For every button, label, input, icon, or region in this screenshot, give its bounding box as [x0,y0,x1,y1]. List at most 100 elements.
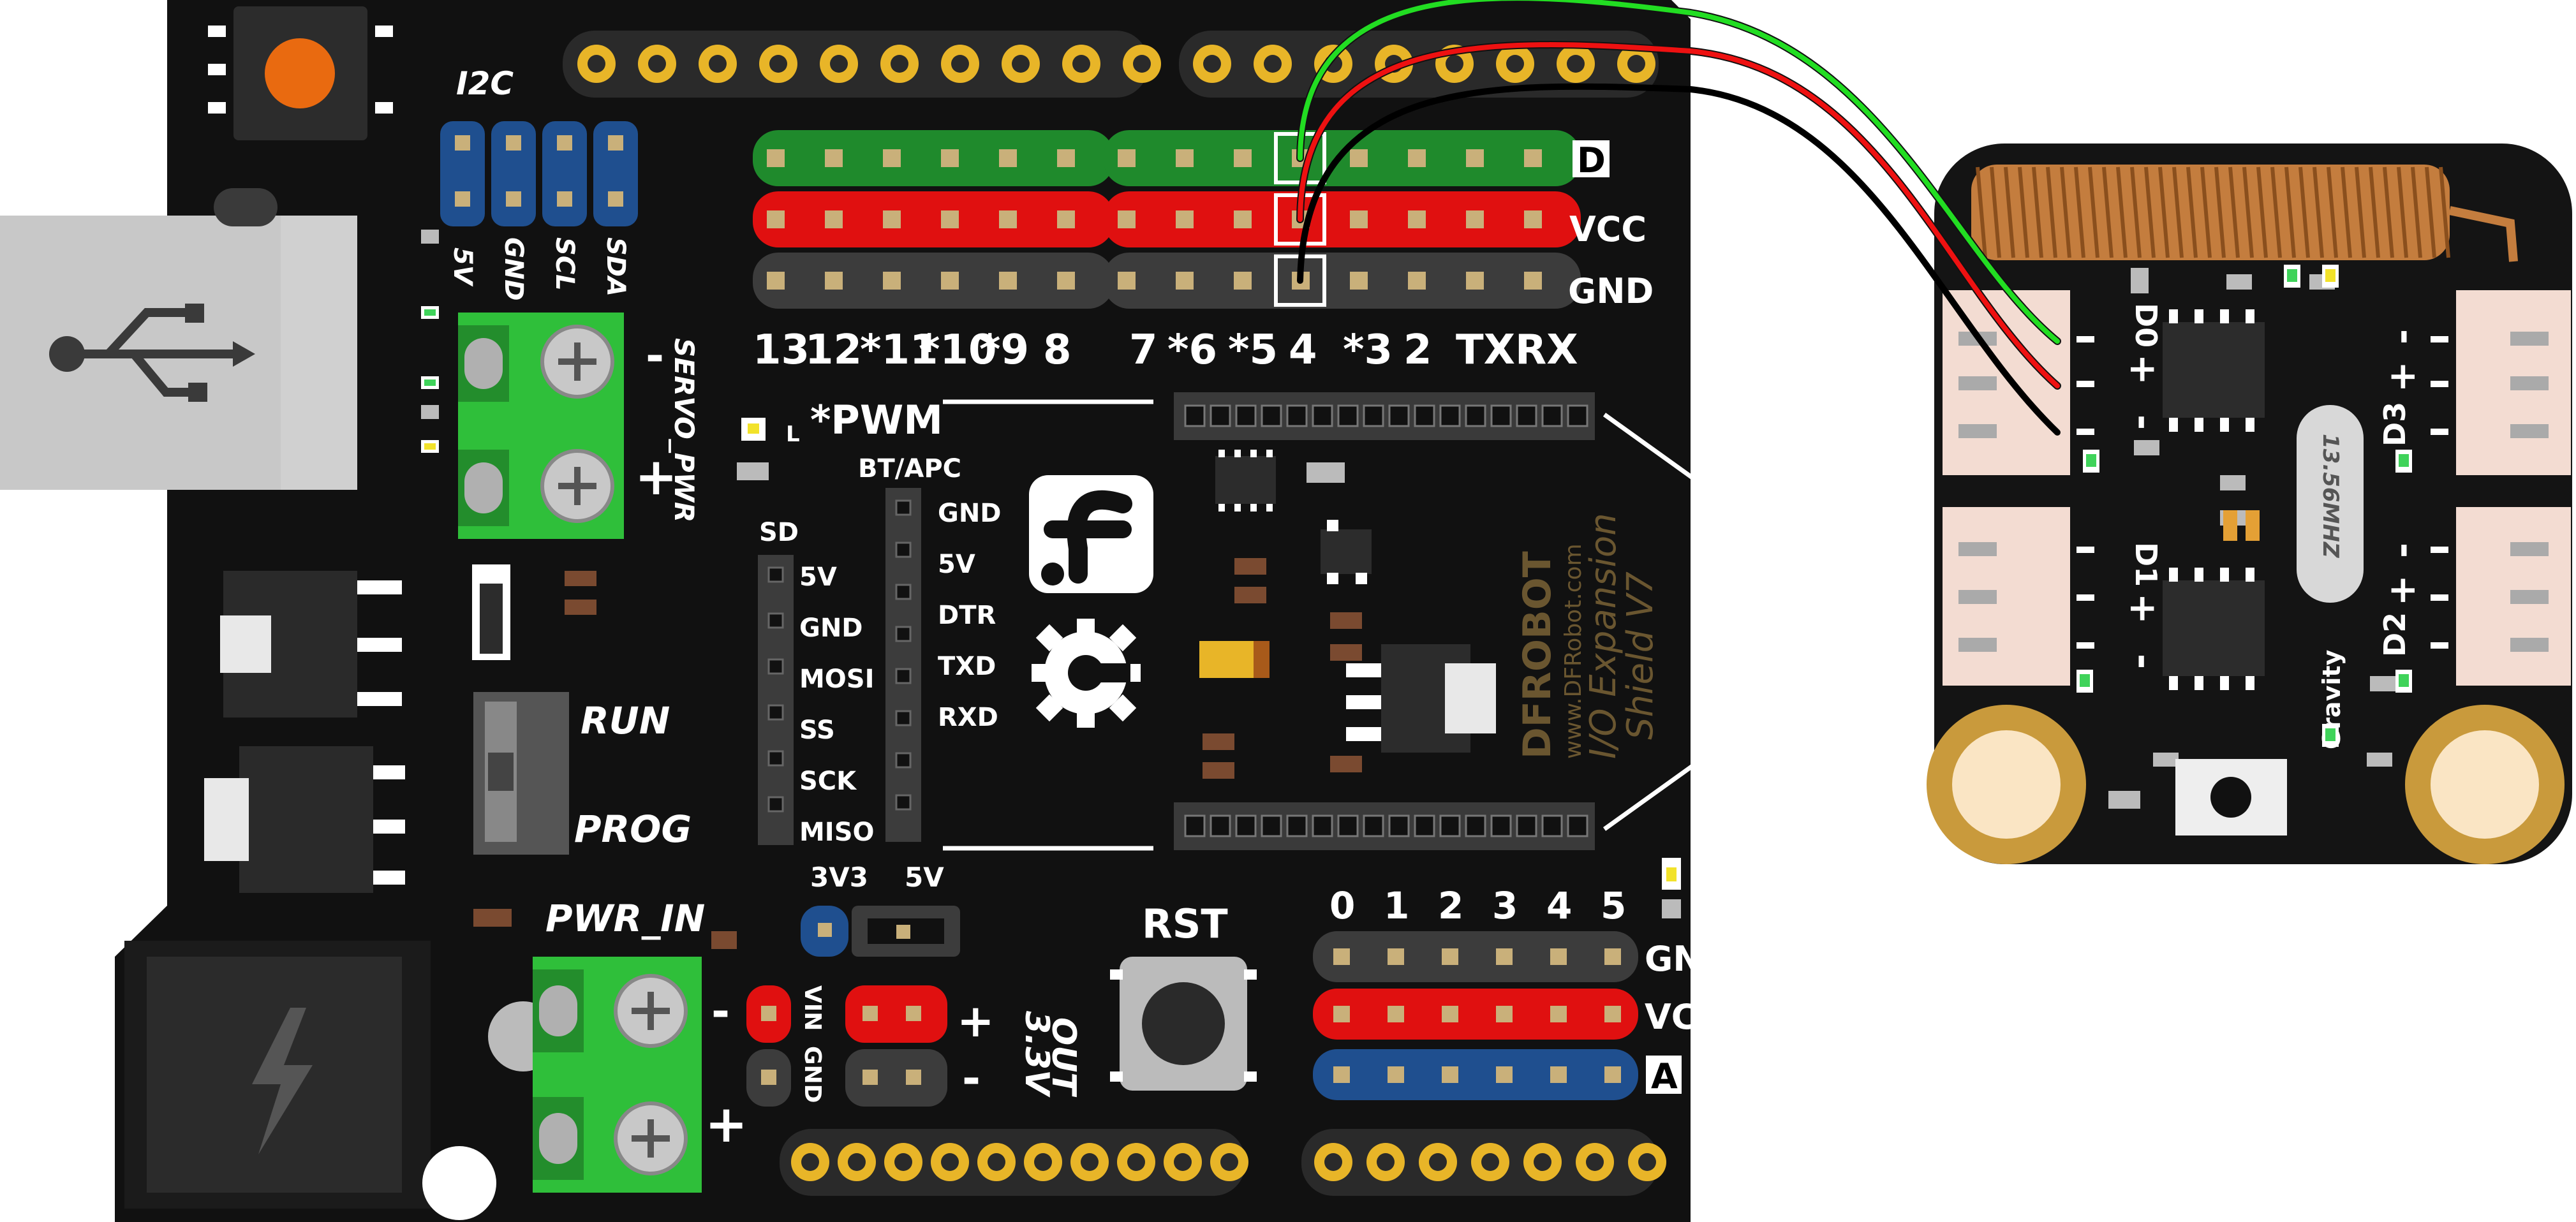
bt-pin-label: TXD [938,652,996,681]
i2c-pin [491,121,536,226]
analog-pin [1604,1066,1621,1083]
digital-pin [999,210,1017,228]
digital-pin [1176,149,1194,167]
digital-pin [1118,272,1136,290]
module-d1-plus: + [2122,593,2165,624]
analog-pin [1604,1006,1621,1022]
analog-row-vcc: VCC [1645,997,1722,1037]
bt-pin-label: 5V [938,550,975,579]
connector-d3 [2456,290,2571,475]
socket-pin [1490,404,1512,427]
row-label-d: D [1577,140,1606,180]
voltage-jumper[interactable]: 3V3 5V [801,862,960,957]
usb-icon [70,308,233,397]
digital-pin [1524,272,1542,290]
gold-pin [791,1143,829,1181]
socket-header-bottom [1174,802,1595,850]
digital-pin [883,272,901,290]
out-minus: - [962,1052,981,1105]
digital-pin [941,210,959,228]
brand-text: DFROBOT [1515,551,1560,759]
analog-pin-number: 1 [1384,884,1409,927]
out-33v-label: 3.3V [1018,1011,1056,1098]
socket-pin [1567,404,1588,427]
sd-pin-label: SS [799,716,835,745]
out-word-label: OUT [1044,1017,1083,1097]
analog-pin [1333,948,1350,965]
bt-pin [895,668,912,684]
module-d1-minus: - [2122,654,2165,669]
module-d2-minus: - [2380,543,2424,558]
digital-pin [1466,149,1484,167]
socket-pin [1184,814,1206,837]
sd-pin-label: MISO [799,818,875,847]
gold-pin [577,45,616,83]
i2c-pin [593,121,638,226]
socket-pin [1465,404,1486,427]
analog-pin [1550,1006,1567,1022]
bt-pin [895,710,912,726]
pwr-minus: - [711,985,730,1038]
bt-pin [895,752,912,769]
analog-pin-number: 4 [1546,884,1572,927]
module-button[interactable] [2175,759,2287,836]
digital-pin [1408,149,1426,167]
pwr-in-label: PWR_IN [545,897,705,940]
gold-pin [1254,45,1292,83]
digital-pin [1234,210,1252,228]
analog-pin [1496,1066,1513,1083]
digital-pin [1118,210,1136,228]
analog-pin [1388,948,1404,965]
gold-pin [1471,1143,1509,1181]
servo-plus: + [635,447,677,506]
i2c-label-sda: SDA [601,237,630,297]
digital-pin-label: *9 [979,327,1029,374]
socket-pin [1516,814,1537,837]
analog-pin [1550,948,1567,965]
digital-pin [999,272,1017,290]
module-chip-2 [2163,568,2265,690]
i2c-pin [440,121,485,226]
i2c-pin [542,121,587,226]
digital-pin-label: 2 [1403,327,1432,374]
nfc-rfid-module: D0 + - D1 + - D3 + - D2 + - 1 [1927,144,2572,864]
vin-gnd-pins: VIN GND [746,985,825,1107]
socket-pin [1184,404,1206,427]
jumper-5v-label: 5V [905,862,944,893]
dfrobot-logo-icon [1029,475,1153,593]
digital-pin-label: *3 [1343,327,1393,374]
socket-pin [1414,814,1435,837]
module-d0-plus: + [2122,354,2165,385]
product-line-2: Shield V7 [1620,571,1661,740]
rst-button[interactable]: RST [1110,901,1257,1091]
bt-pin [895,794,912,811]
analog-pin-number: 3 [1492,884,1518,927]
socket-pin [1210,814,1231,837]
bt-pin [895,584,912,600]
socket-pin [1541,814,1563,837]
socket-pin [1286,814,1308,837]
gold-pin [699,45,737,83]
out-plus: + [957,995,995,1047]
gold-pin [1024,1143,1062,1181]
voltage-regulator-2 [204,746,405,893]
gold-pin [1557,45,1595,83]
digital-pin-label: 13 [753,327,810,374]
analog-pin [1550,1066,1567,1083]
socket-pin [1414,404,1435,427]
gold-pin [884,1143,922,1181]
digital-pin-label: *5 [1228,327,1278,374]
run-prog-switch[interactable]: RUN PROG [473,692,692,855]
socket-pin [1210,404,1231,427]
wire-gnd-black [1297,83,2061,436]
orange-button[interactable] [208,6,393,140]
socket-pin [1363,404,1384,427]
gold-pin [1617,45,1655,83]
bt-label: BT/APC [858,454,961,483]
bt-pin-label: RXD [938,703,998,732]
digital-pin [825,272,843,290]
servo-minus: - [646,330,664,382]
wires [1296,0,2061,436]
analog-pin-number: 0 [1329,884,1355,927]
